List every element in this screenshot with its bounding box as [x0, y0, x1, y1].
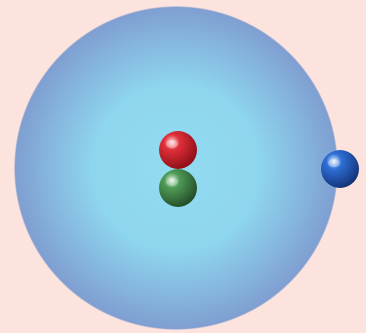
green-sphere: [159, 169, 197, 207]
red-sphere: [159, 131, 197, 169]
blue-sphere: [321, 150, 359, 188]
